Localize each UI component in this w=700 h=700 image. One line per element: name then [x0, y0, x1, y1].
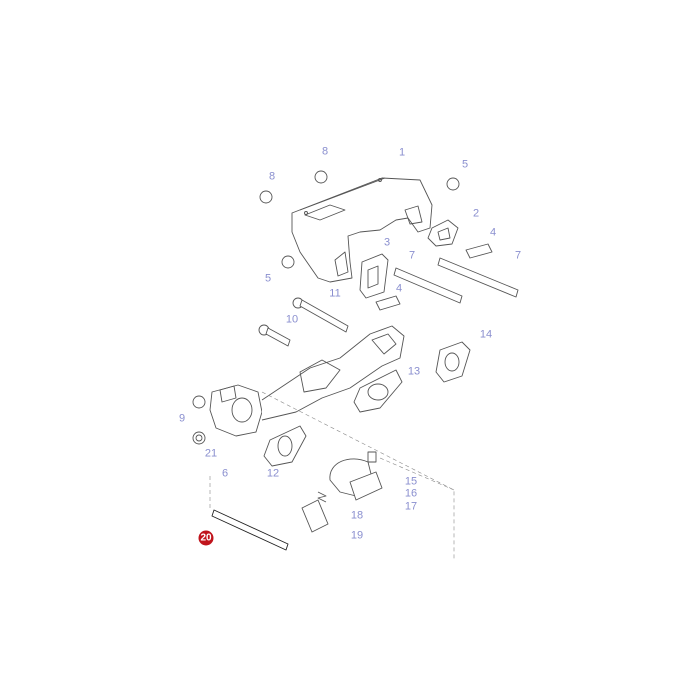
part-3-gasket [359, 253, 389, 299]
callout-part-3: 3 [383, 236, 391, 249]
callout-part-6: 6 [221, 467, 229, 480]
callout-part-8: 8 [321, 145, 329, 158]
callout-part-7: 7 [408, 249, 416, 262]
part-4-studs [375, 243, 493, 311]
guide-lines [209, 391, 455, 560]
callout-part-7: 7 [514, 249, 522, 262]
callout-part-5: 5 [461, 158, 469, 171]
part-12-13-14-gaskets [263, 341, 471, 467]
callout-part-5: 5 [264, 272, 272, 285]
part-20-stud [211, 509, 289, 551]
callout-part-8: 8 [268, 170, 276, 183]
callout-part-4: 4 [489, 226, 497, 239]
part-15-16-17-elbow [329, 451, 383, 501]
callout-part-15: 15 [404, 475, 418, 488]
part-10-11-bolts [258, 297, 349, 347]
callout-part-2: 2 [472, 207, 480, 220]
callout-part-4: 4 [395, 282, 403, 295]
part-6-exhaust-manifold [209, 325, 405, 437]
callout-part-20: 20 [198, 530, 214, 546]
callout-part-11: 11 [329, 287, 341, 300]
part-7-long-studs [393, 257, 519, 304]
part-5-8-nuts [259, 170, 460, 269]
callout-part-19: 19 [350, 529, 364, 542]
callout-part-10: 10 [285, 313, 299, 326]
callout-part-9: 9 [178, 412, 186, 425]
part-1-manifold-body [291, 177, 433, 283]
callout-part-12: 12 [266, 467, 280, 480]
callout-part-21: 21 [204, 447, 218, 460]
part-18-19-spring-filter [301, 491, 329, 533]
part-2-gasket [427, 219, 459, 247]
callout-part-16: 16 [404, 487, 418, 500]
callout-part-17: 17 [404, 500, 418, 513]
callout-part-1: 1 [398, 146, 406, 159]
part-9-21-fittings [192, 395, 206, 445]
callout-part-18: 18 [350, 509, 364, 522]
callout-part-14: 14 [479, 328, 493, 341]
callout-part-13: 13 [407, 365, 421, 378]
